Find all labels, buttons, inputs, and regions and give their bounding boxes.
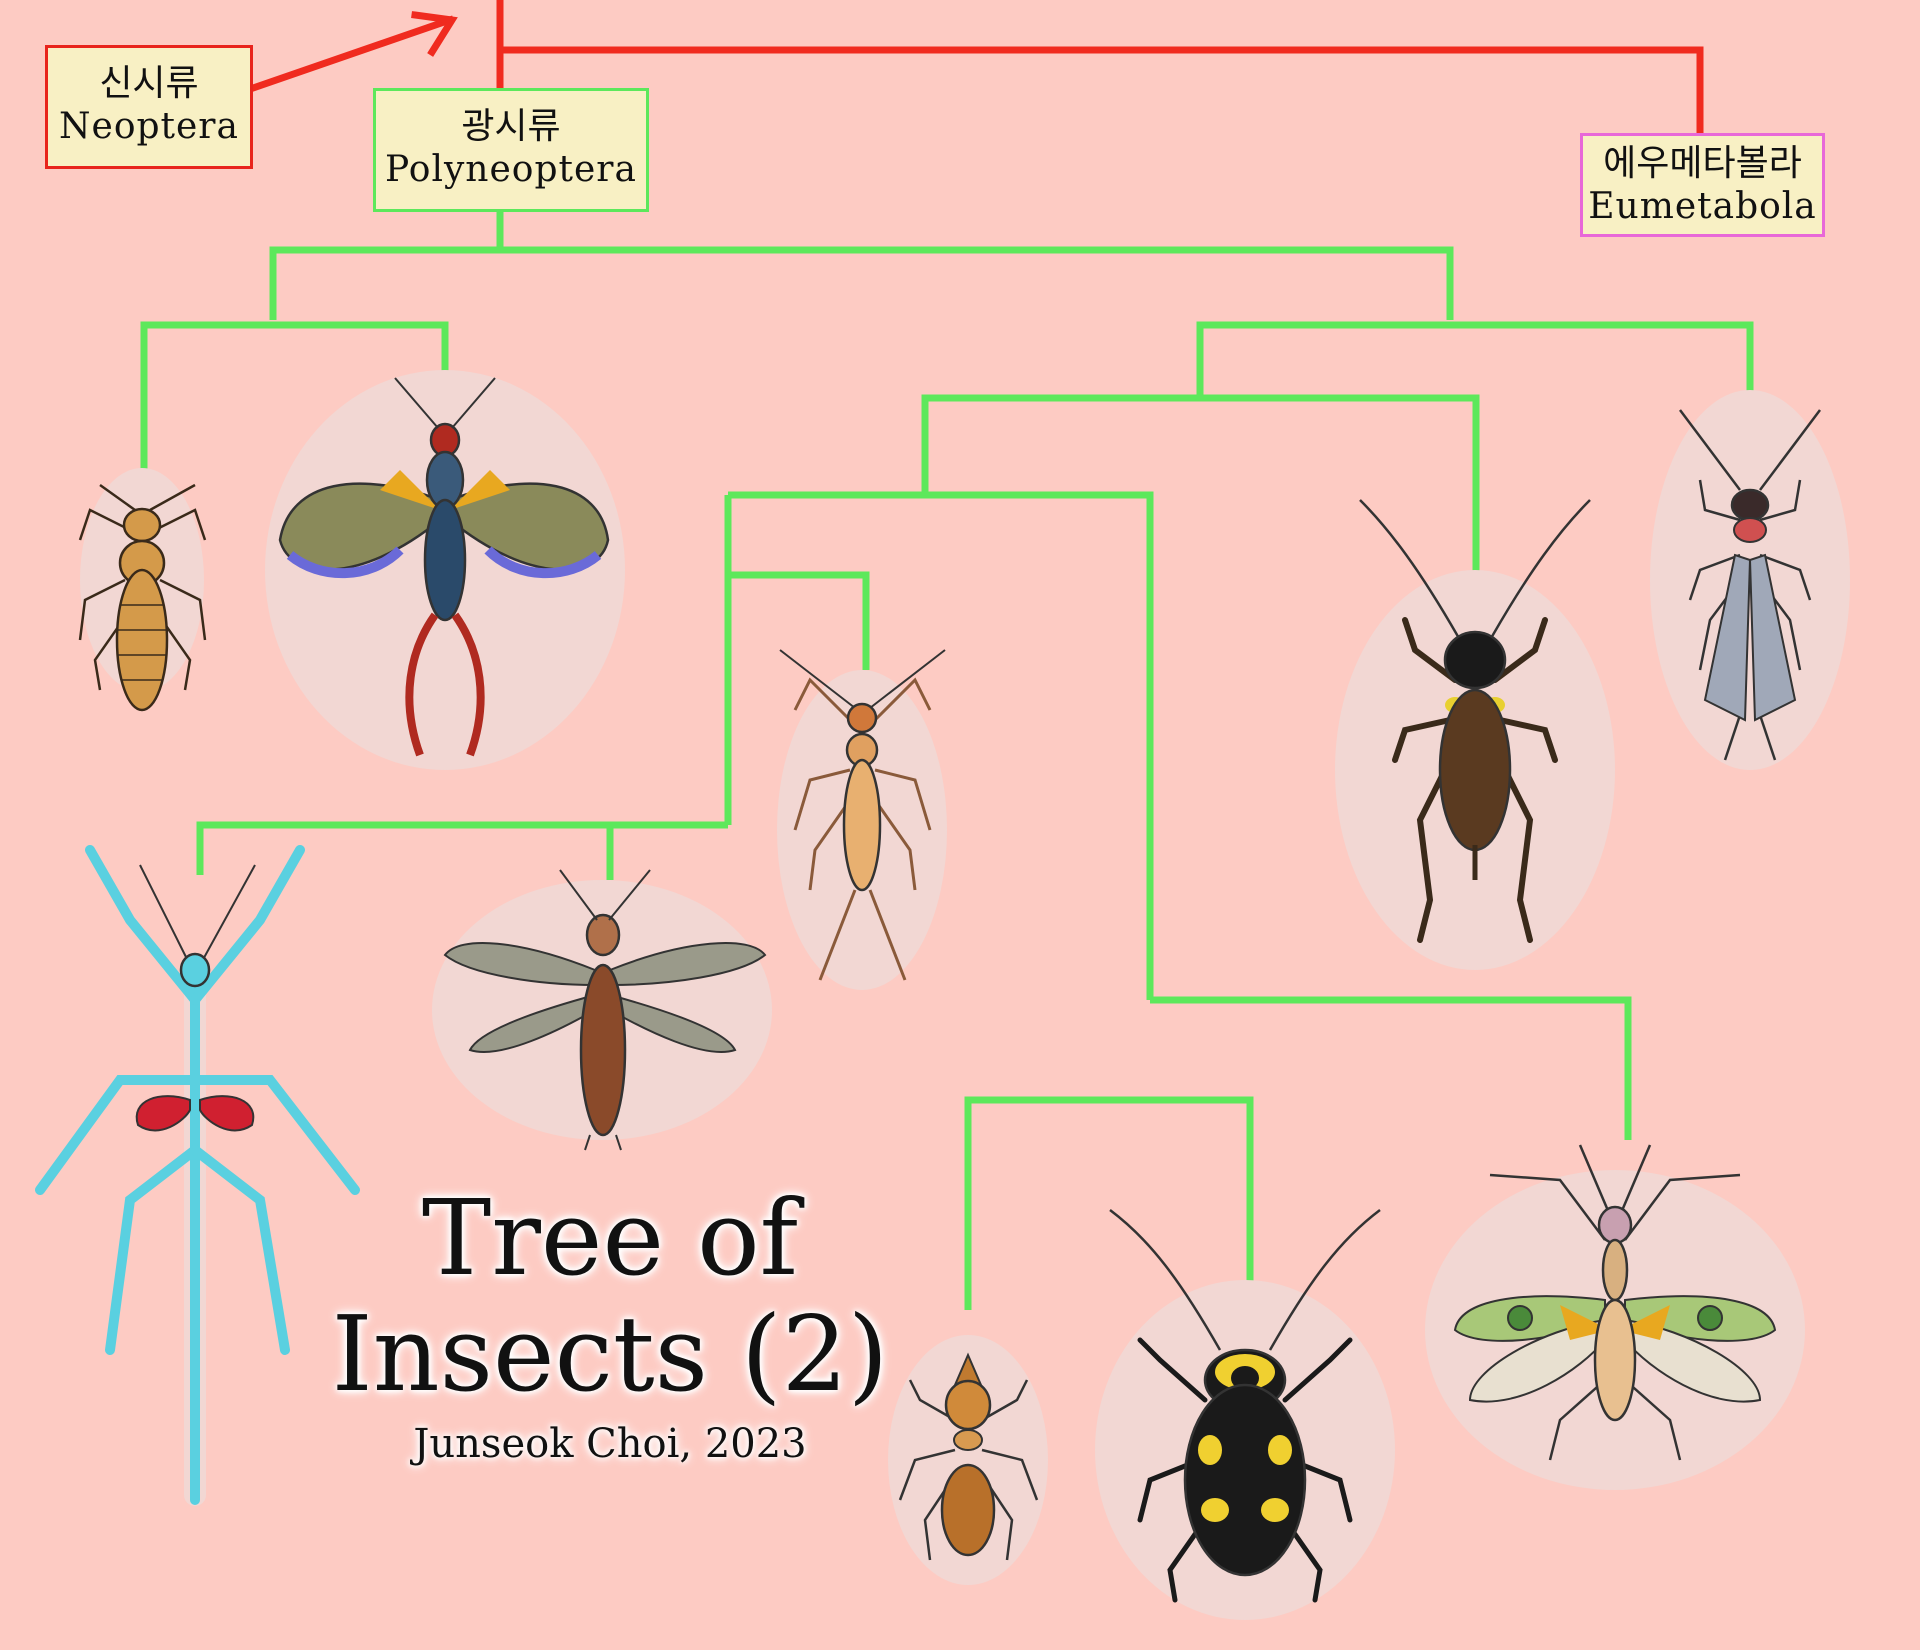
- eumetabola-latin-name: Eumetabola: [1588, 186, 1817, 228]
- polyneoptera-branches: [140, 212, 1754, 1310]
- earwig-like-insect-icon: [78, 468, 207, 712]
- neoptera-korean-name: 신시류: [99, 63, 199, 104]
- neoptera-branches: [248, 0, 1704, 137]
- cockroach-icon: [1095, 1209, 1395, 1620]
- webspinner-icon: [432, 869, 772, 1151]
- eumetabola-korean-name: 에우메타볼라: [1603, 143, 1802, 184]
- author-credit: Junseok Choi, 2023: [413, 1420, 807, 1467]
- stonefly-icon: [1650, 390, 1850, 770]
- cricket-icon: [1335, 499, 1615, 970]
- polyneoptera-korean-name: 광시류: [461, 106, 561, 147]
- title-line-2: Insects (2): [331, 1293, 889, 1416]
- termite-icon: [888, 1335, 1048, 1585]
- polyneoptera-label: 광시류 Polyneoptera: [373, 88, 649, 212]
- mantis-icon: [1425, 1144, 1805, 1490]
- polyneoptera-latin-name: Polyneoptera: [385, 149, 637, 191]
- title-line-1: Tree of: [421, 1177, 799, 1299]
- neoptera-label: 신시류 Neoptera: [45, 45, 253, 169]
- title-block: Tree of Insects (2) Junseok Choi, 2023: [330, 1180, 890, 1467]
- winged-earwig-icon: [265, 370, 625, 770]
- eumetabola-label: 에우메타볼라 Eumetabola: [1580, 133, 1825, 237]
- rock-crawler-icon: [777, 649, 947, 990]
- neoptera-latin-name: Neoptera: [59, 106, 239, 148]
- stick-insect-icon: [35, 845, 360, 1506]
